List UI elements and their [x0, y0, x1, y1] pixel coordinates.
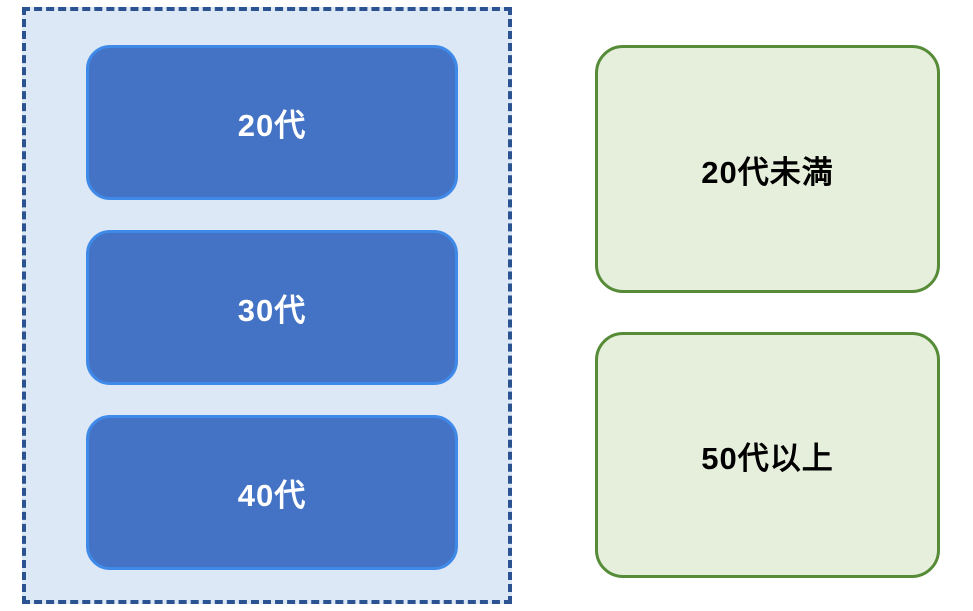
age-group-container: 20代 30代 40代 — [22, 7, 512, 604]
node-under-20: 20代未満 — [595, 45, 940, 293]
node-50-and-over-label: 50代以上 — [701, 440, 834, 476]
node-age-40s-label: 40代 — [237, 478, 307, 513]
node-age-30s: 30代 — [86, 230, 458, 385]
node-50-and-over: 50代以上 — [595, 332, 940, 578]
node-under-20-label: 20代未満 — [701, 154, 834, 190]
node-age-40s: 40代 — [86, 415, 458, 570]
node-age-20s: 20代 — [86, 45, 458, 200]
node-age-30s-label: 30代 — [237, 293, 307, 328]
node-age-20s-label: 20代 — [237, 108, 307, 143]
